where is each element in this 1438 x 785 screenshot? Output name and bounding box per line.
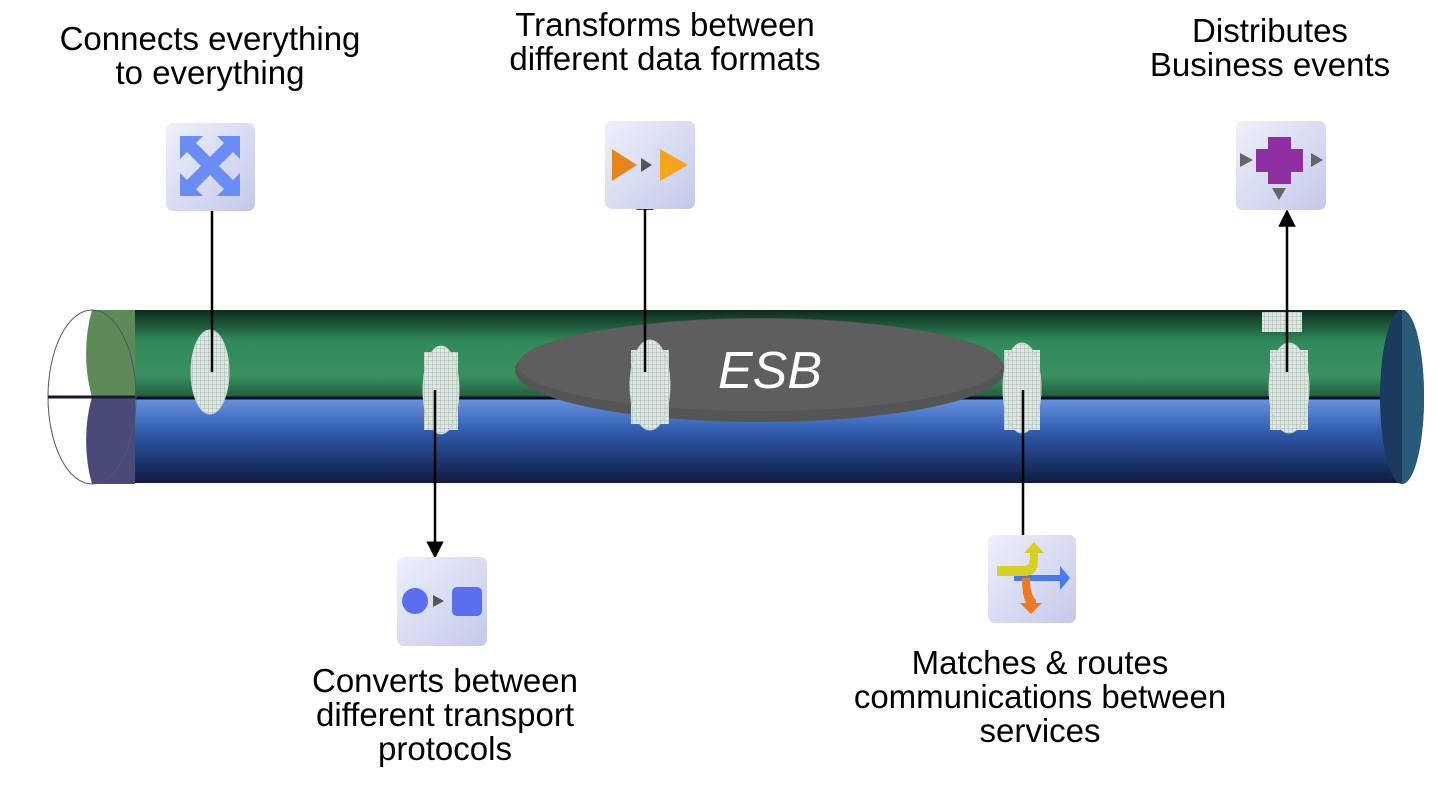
label-route: Matches & routes communications between …: [800, 646, 1280, 748]
label-protocol-line2: different transport: [315, 696, 575, 733]
tap-distribute: [1262, 312, 1310, 434]
label-distribute-line2: Business events: [1149, 46, 1391, 83]
label-connect-line2: to everything: [115, 54, 305, 91]
label-transform: Transforms between different data format…: [460, 8, 870, 76]
route-icon: [988, 535, 1076, 623]
label-protocol-line3: protocols: [378, 730, 512, 767]
any-to-any-icon: [166, 123, 255, 211]
tap-transform: [629, 339, 671, 431]
label-transform-line1: Transforms between: [515, 6, 815, 43]
label-connect: Connects everything to everything: [20, 22, 400, 90]
label-route-line1: Matches & routes: [911, 644, 1169, 681]
label-distribute-line1: Distributes: [1192, 12, 1348, 49]
esb-label: ESB: [718, 342, 822, 400]
distribute-icon: [1236, 121, 1326, 210]
label-transform-line2: different data formats: [509, 40, 821, 77]
bus-end-cap: [47, 309, 137, 485]
label-route-line2: communications between: [853, 678, 1227, 715]
tap-protocol: [422, 345, 460, 435]
label-connect-line1: Connects everything: [59, 20, 361, 57]
label-protocol-line1: Converts between: [312, 662, 578, 699]
label-distribute: Distributes Business events: [1105, 14, 1435, 82]
transform-icon: [605, 121, 695, 209]
label-route-line3: services: [979, 712, 1101, 749]
label-protocol: Converts between different transport pro…: [250, 664, 640, 766]
protocol-convert-icon: [397, 557, 487, 646]
